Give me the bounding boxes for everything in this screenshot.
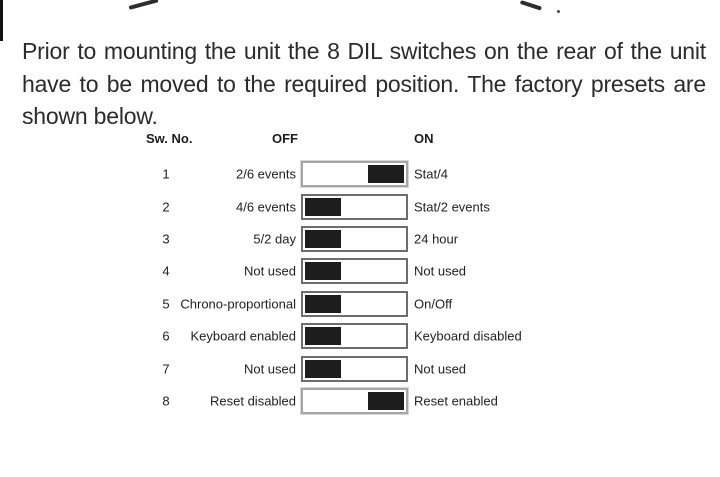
off-position-label: Keyboard enabled: [190, 328, 296, 344]
off-position-label: 2/6 events: [236, 166, 296, 182]
dil-switch-graphic: [301, 387, 408, 414]
switch-row-6: 6 Keyboard enabled Keyboard disabled: [0, 320, 720, 352]
clipped-character-dot-artifact: [557, 10, 560, 13]
intro-paragraph: Prior to mounting the unit the 8 DIL swi…: [22, 38, 706, 129]
switch-number: 3: [162, 231, 170, 247]
off-position-label: Chrono-proportional: [180, 296, 296, 312]
switch-number: 7: [162, 361, 170, 377]
off-position-label: 4/6 events: [236, 199, 296, 215]
on-position-label: Reset enabled: [414, 393, 498, 409]
switch-number: 2: [162, 199, 170, 215]
on-position-label: Not used: [414, 263, 467, 279]
dil-switch-graphic: [301, 323, 408, 350]
column-header-on: ON: [414, 131, 434, 146]
switch-knob: [305, 229, 341, 248]
on-position-label: 24 hour: [414, 231, 459, 247]
dil-switch-graphic: [301, 225, 408, 252]
off-position-label: Not used: [243, 361, 296, 377]
switch-knob: [305, 197, 341, 216]
off-position-label: Reset disabled: [210, 393, 296, 409]
on-position-label: Stat/4: [414, 166, 448, 182]
dil-switch-graphic: [301, 258, 408, 285]
switch-knob: [305, 359, 341, 378]
dil-switch-graphic: [301, 161, 408, 188]
switch-row-8: 8 Reset disabled Reset enabled: [0, 385, 720, 417]
on-position-label: Stat/2 events: [414, 199, 490, 215]
switch-row-4: 4 Not used Not used: [0, 255, 720, 287]
switch-knob: [368, 165, 404, 184]
switch-row-5: 5 Chrono-proportional On/Off: [0, 288, 720, 320]
dil-switch-graphic: [301, 355, 408, 382]
clipped-character-artifact-right: [519, 0, 542, 11]
dil-switch-graphic: [301, 290, 408, 317]
table-header-row: Sw. No. OFF ON: [0, 131, 720, 149]
switch-knob: [305, 262, 341, 281]
switch-row-2: 2 4/6 events Stat/2 events: [0, 190, 720, 222]
dil-switch-graphic: [301, 193, 408, 220]
switch-number: 1: [162, 166, 170, 182]
switch-number: 5: [162, 296, 170, 312]
off-position-label: Not used: [243, 263, 296, 279]
clipped-character-artifact-left: [128, 0, 159, 10]
switch-knob: [305, 327, 341, 346]
switch-row-1: 1 2/6 events Stat/4: [0, 158, 720, 190]
on-position-label: Keyboard disabled: [414, 328, 522, 344]
switch-rows: 1 2/6 events Stat/4 2 4/6 events Stat/2 …: [0, 158, 720, 417]
column-header-sw-no: Sw. No.: [146, 131, 193, 146]
on-position-label: Not used: [414, 361, 467, 377]
switch-number: 4: [162, 263, 170, 279]
switch-knob: [305, 294, 341, 313]
switch-knob: [368, 391, 404, 410]
switch-row-7: 7 Not used Not used: [0, 352, 720, 384]
off-position-label: 5/2 day: [253, 231, 296, 247]
switch-number: 6: [162, 328, 170, 344]
switch-number: 8: [162, 393, 170, 409]
page-edge-scan-bar: [0, 0, 3, 41]
on-position-label: On/Off: [414, 296, 453, 312]
switch-row-3: 3 5/2 day 24 hour: [0, 223, 720, 255]
column-header-off: OFF: [272, 131, 298, 146]
